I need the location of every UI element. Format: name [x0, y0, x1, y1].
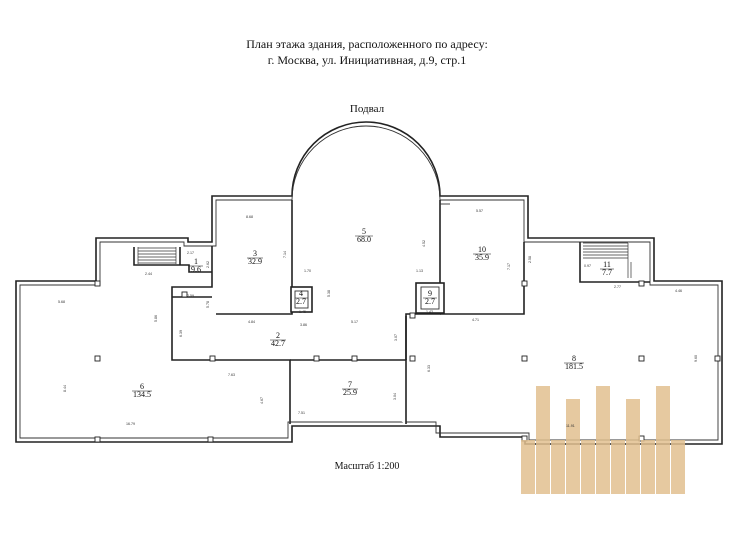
- dim-label: 11.91: [566, 424, 575, 428]
- dim-label: 8.44: [63, 385, 67, 392]
- room-1-area: 9.6: [191, 265, 201, 274]
- dim-label: 2.17: [187, 251, 194, 255]
- dim-label: 4.67: [260, 397, 264, 404]
- dim-label: 3.86: [300, 323, 307, 327]
- room-6-area: 134.5: [133, 390, 151, 399]
- dim-label: 7.17: [507, 263, 511, 270]
- room-7-number: 7: [348, 380, 352, 389]
- dim-label: 2.59: [187, 294, 194, 298]
- dim-label: 7.51: [298, 411, 305, 415]
- dim-label: 6.39: [179, 330, 183, 337]
- dim-label: 1.70: [304, 269, 311, 273]
- room-10-area: 35.9: [475, 253, 489, 262]
- dimension-labels: 2.17 2.62 2.44 5.68 5.86 6.39 2.59 5.78 …: [58, 209, 698, 428]
- room-labels: 1 9.6 2 42.7 3 32.9 4 2.7 5 68.0 6 134.5…: [132, 227, 614, 399]
- room-9-area: 2.7: [425, 297, 435, 306]
- room-2-area: 42.7: [271, 339, 285, 348]
- dim-label: 7.63: [228, 373, 235, 377]
- dim-label: 3.04: [393, 393, 397, 400]
- room-2-number: 2: [276, 331, 280, 340]
- dim-label: 5.17: [351, 320, 358, 324]
- room-5-number: 5: [362, 227, 366, 236]
- room-3-number: 3: [253, 249, 257, 258]
- dim-label: 4.84: [248, 320, 255, 324]
- title-line-2: г. Москва, ул. Инициативная, д.9, стр.1: [267, 53, 467, 67]
- room-7-area: 25.9: [343, 388, 357, 397]
- dim-label: 9.60: [694, 355, 698, 362]
- watermark-logo: [521, 386, 685, 494]
- dim-label: 7.14: [283, 251, 287, 258]
- room-11-area: 7.7: [602, 268, 612, 277]
- dim-label: 1.43: [426, 310, 433, 314]
- staircase-right: [583, 242, 632, 278]
- dim-label: 5.38: [327, 290, 331, 297]
- dim-label: 8.68: [246, 215, 253, 219]
- room-11-number: 11: [603, 260, 611, 269]
- scale-label: Масштаб 1:200: [334, 461, 400, 472]
- dim-label: 1.45: [299, 310, 306, 314]
- partitions: [133, 200, 650, 424]
- staircase-left: [137, 247, 177, 264]
- room-4-number: 4: [299, 289, 303, 298]
- dim-label: 2.44: [145, 272, 152, 276]
- dim-label: 5.68: [58, 300, 65, 304]
- room-6-number: 6: [140, 382, 144, 391]
- dim-label: 5.78: [206, 301, 210, 308]
- columns: [94, 280, 721, 443]
- dim-label: 3.07: [394, 334, 398, 341]
- dim-label: 4.71: [472, 318, 479, 322]
- room-10-number: 10: [478, 245, 486, 254]
- dim-label: 2.62: [206, 261, 210, 268]
- room-1-number: 1: [194, 257, 198, 266]
- dim-label: 5.86: [154, 315, 158, 322]
- floor-name: Подвал: [349, 103, 385, 115]
- room-5-area: 68.0: [357, 235, 371, 244]
- room-9-number: 9: [428, 289, 432, 298]
- room-3-area: 32.9: [248, 257, 262, 266]
- dim-label: 2.58: [528, 256, 532, 263]
- dim-label: 4.46: [675, 289, 682, 293]
- dim-label: 4.52: [422, 240, 426, 247]
- title-line-1: План этажа здания, расположенного по адр…: [246, 37, 488, 51]
- outer-walls: [15, 121, 723, 445]
- room-8-number: 8: [572, 354, 576, 363]
- dim-label: 6.33: [427, 365, 431, 372]
- dim-label: 16.79: [126, 422, 135, 426]
- dim-label: 5.57: [476, 209, 483, 213]
- room-4-area: 2.7: [296, 297, 306, 306]
- dim-label: 0.97: [584, 264, 591, 268]
- dim-label: 2.77: [614, 285, 621, 289]
- room-4-box: [290, 286, 313, 313]
- room-8-area: 181.5: [565, 362, 583, 371]
- dim-label: 1.13: [416, 269, 423, 273]
